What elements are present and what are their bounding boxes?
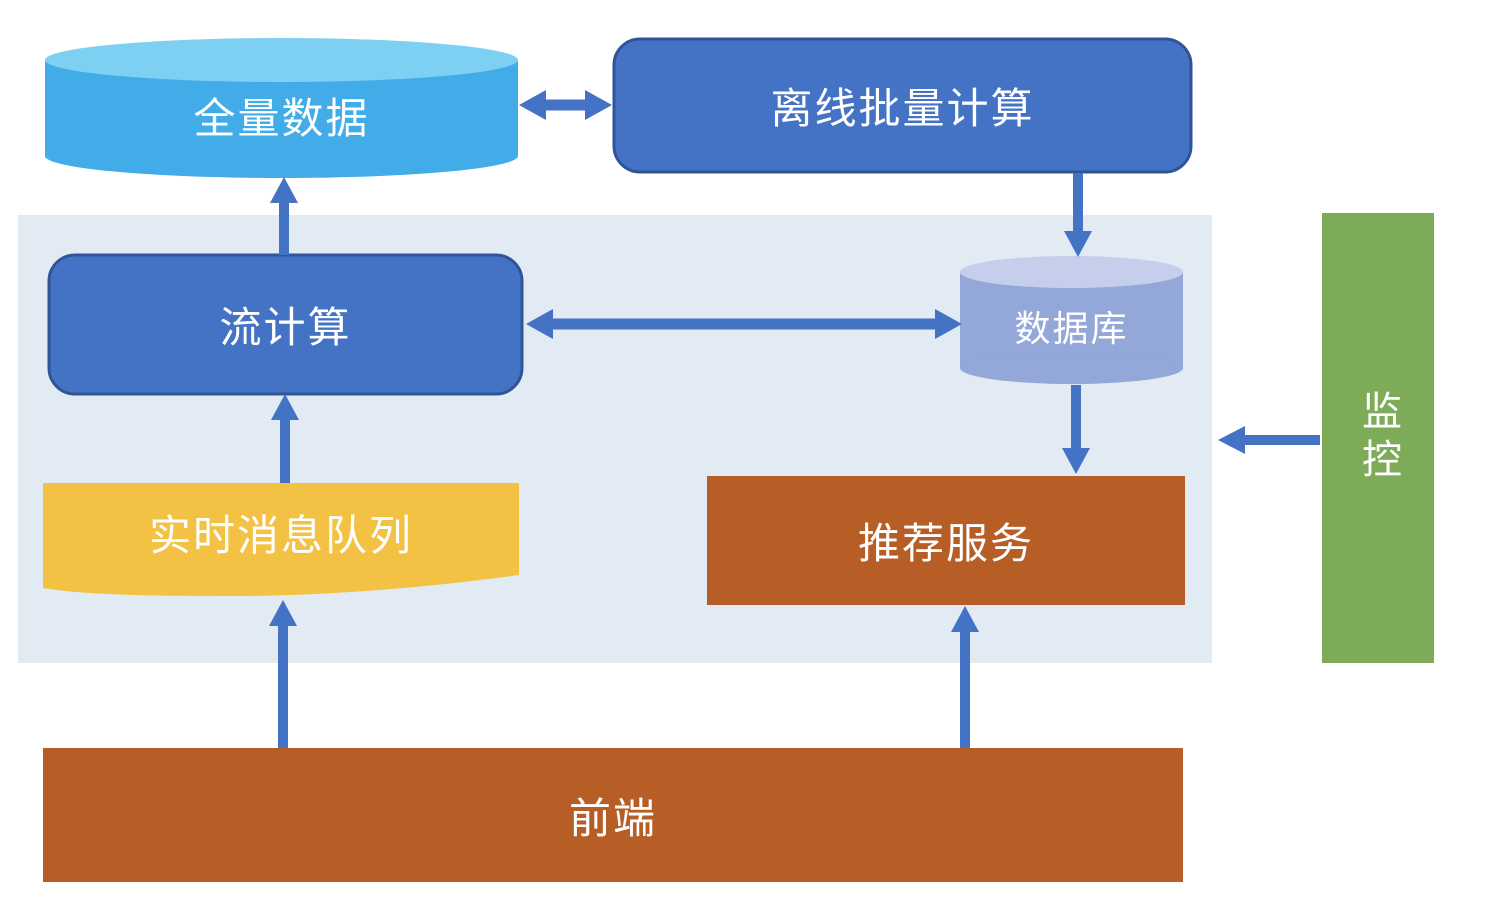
- monitor-node: [1322, 213, 1434, 663]
- arrow-frontend-to-queue: [269, 600, 297, 748]
- full-data-cylinder-bottom: [45, 134, 518, 178]
- arrow-offline-to-database: [1064, 173, 1092, 257]
- database-cylinder-bottom: [960, 352, 1183, 384]
- arrow-queue-to-stream: [271, 394, 299, 483]
- arrow-database-to-recommend: [1062, 385, 1090, 474]
- arrow-monitor-to-panel: [1218, 426, 1320, 454]
- offline-batch-node: [612, 37, 1193, 174]
- database-node: [960, 256, 1183, 384]
- arrow-stream-database-bidirectional: [526, 309, 962, 339]
- full-data-cylinder-top: [45, 38, 518, 82]
- stream-compute-node: [47, 253, 524, 396]
- arrow-stream-to-fulldata: [270, 177, 298, 255]
- arrow-frontend-to-recommend: [951, 606, 979, 748]
- recommend-service-node: [707, 476, 1185, 605]
- realtime-queue-node: [43, 483, 519, 596]
- database-cylinder-top: [960, 256, 1183, 288]
- frontend-node: [43, 748, 1183, 882]
- full-data-node: [45, 38, 518, 178]
- arrow-fulldata-offline-bidirectional: [519, 90, 612, 120]
